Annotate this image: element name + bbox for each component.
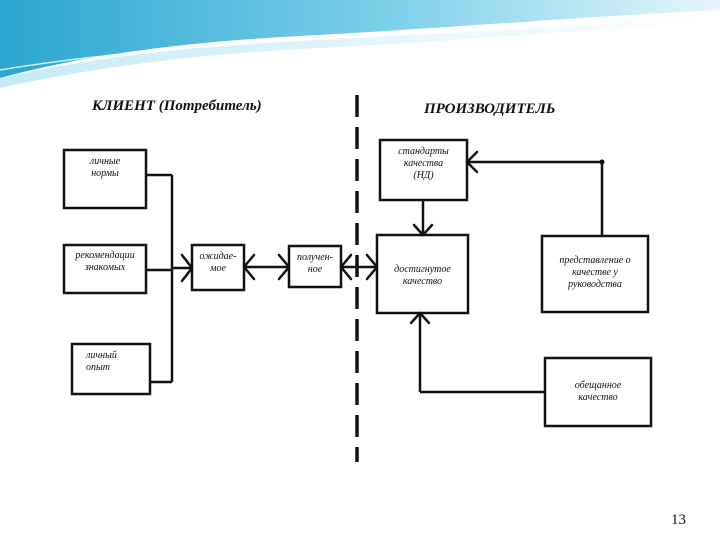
label-line: опыт: [86, 362, 110, 373]
arrow-to-achieved: [365, 253, 379, 281]
box-personal-needs: [62, 148, 148, 210]
label-line: достигнутое: [394, 264, 451, 275]
label-line: представление о: [559, 255, 631, 266]
producer-header: ПРОИЗВОДИТЕЛЬ: [424, 101, 556, 117]
label-line: получен-: [297, 252, 333, 263]
arrow-to-received: [277, 253, 291, 281]
label-line: личный: [86, 350, 117, 361]
box-promised-quality: [543, 356, 653, 428]
received-label: получен- ное: [289, 252, 341, 276]
management-view-label: представление о качестве у руководства: [542, 255, 648, 291]
label-line: мое: [210, 263, 226, 274]
arrow-to-expected: [180, 253, 194, 283]
personal-needs-label: личные нормы: [64, 156, 146, 180]
promised-quality-label: обещанное качество: [545, 380, 651, 404]
label-line: качество: [402, 276, 443, 287]
quality-standards-label: стандарты качества (НД): [380, 146, 467, 182]
achieved-quality-label: достигнутое качество: [377, 264, 468, 288]
box-personal-experience: [70, 342, 152, 396]
label-line: (НД): [413, 170, 434, 181]
label-line: качество: [578, 392, 618, 403]
personal-experience-label: личный опыт: [72, 350, 156, 374]
arrow-to-expected-from-received: [242, 253, 256, 281]
label-line: ожидае-: [199, 251, 237, 262]
label-line: качестве у: [572, 267, 618, 278]
box-quality-standards: [378, 138, 469, 202]
label-line: нормы: [91, 168, 119, 179]
label-line: рекомендации: [75, 250, 135, 261]
expected-label: ожидае- мое: [192, 251, 244, 275]
label-line: качества: [403, 158, 444, 169]
header-wave-decoration: [0, 0, 720, 88]
page-number: 13: [671, 512, 686, 528]
client-header: КЛИЕНТ (Потребитель): [92, 98, 262, 114]
label-line: личные: [89, 156, 121, 167]
label-line: руководства: [568, 279, 622, 290]
box-achieved-quality: [375, 233, 470, 315]
recommendations-label: рекомендации знакомых: [62, 250, 148, 274]
arrow-to-received-from-achieved: [339, 253, 353, 281]
arrow-standards-to-achieved: [412, 223, 434, 237]
connector-lines: [146, 160, 604, 394]
arrow-promised-to-achieved: [409, 311, 431, 325]
junction-dot: [599, 159, 605, 165]
label-line: знакомых: [84, 262, 126, 273]
label-line: стандарты: [398, 146, 449, 157]
box-management-view: [540, 234, 650, 314]
arrowheads: [180, 150, 479, 325]
label-line: обещанное: [574, 380, 622, 391]
label-line: ное: [307, 264, 323, 275]
arrow-management-to-standards: [465, 150, 479, 174]
